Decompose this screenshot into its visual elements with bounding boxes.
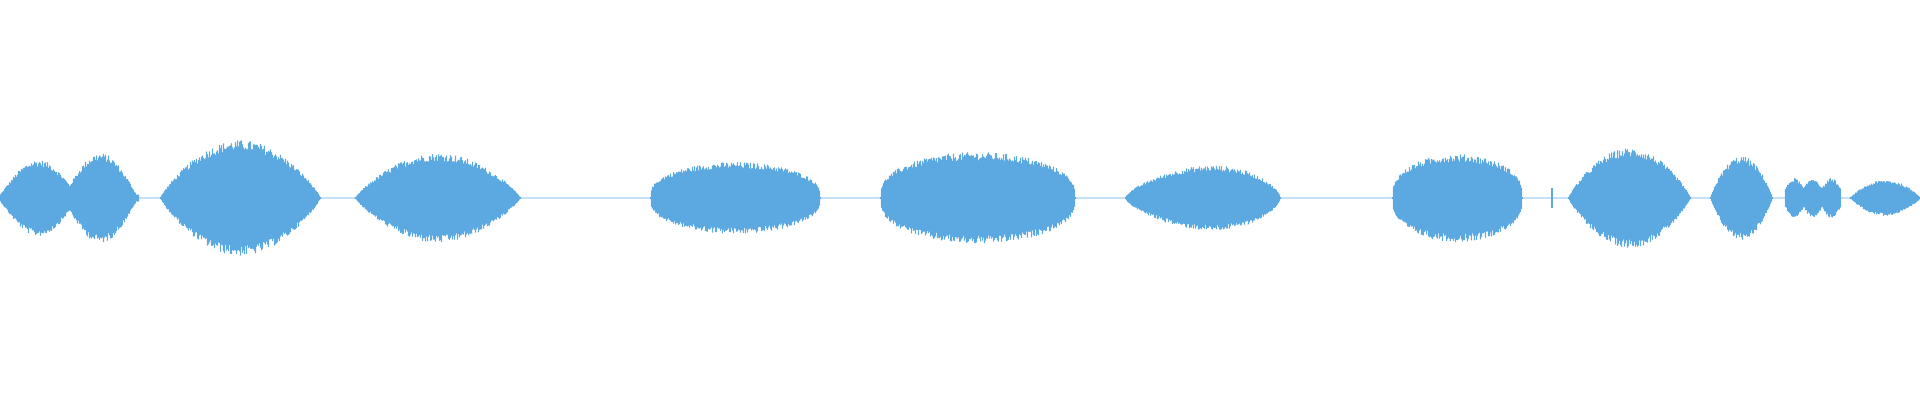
waveform-segment — [159, 140, 322, 256]
waveform-segment — [1849, 180, 1920, 216]
waveform-segment — [1124, 166, 1282, 230]
waveform-segment — [1567, 148, 1692, 248]
waveform-segment — [1391, 154, 1524, 242]
waveform-segment — [0, 153, 140, 243]
waveform-segment — [1784, 178, 1842, 218]
waveform-segment — [649, 162, 822, 234]
waveform-segment — [354, 154, 522, 242]
waveform-segment — [879, 152, 1077, 244]
waveform-segment — [1709, 156, 1774, 240]
waveform-bars — [0, 140, 1920, 256]
